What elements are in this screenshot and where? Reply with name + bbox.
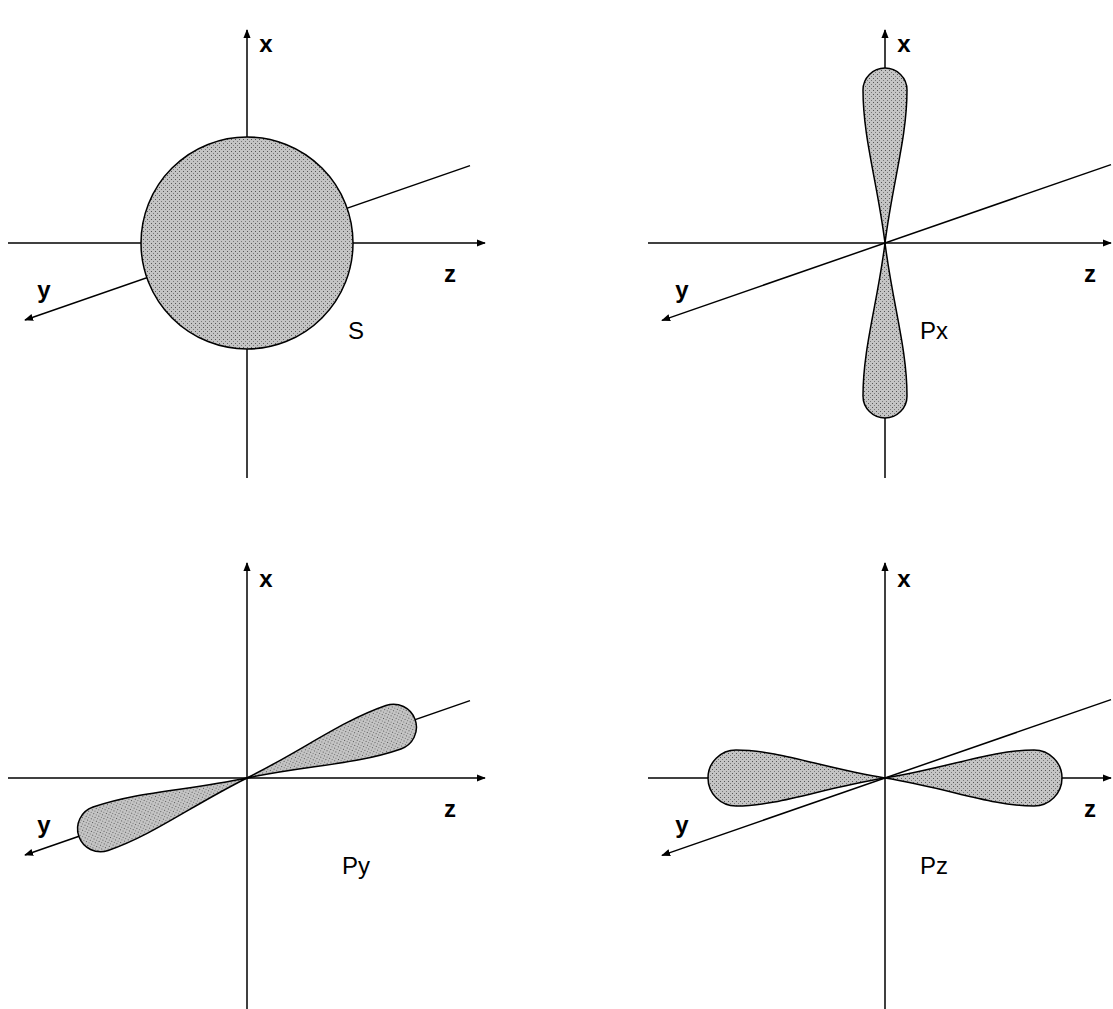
orbital-shape [863,68,907,418]
orbital-label: Py [342,854,370,878]
orbital-shape [71,698,422,858]
axis-label: x [897,567,910,591]
axis-label: y [675,278,688,302]
axes-panel [648,563,1111,1009]
axes-panel [8,30,485,478]
axis-label: x [259,567,272,591]
orbital-label: S [348,319,364,343]
axis-label: y [675,813,688,837]
orbital-label: Pz [920,854,948,878]
axis-label: z [1084,262,1096,286]
orbital-shape [141,137,353,349]
y-axis [662,700,1111,856]
x-axis [884,563,886,1009]
axes-panel [8,563,485,1009]
axis-label: z [1084,797,1096,821]
orbital-label: Px [920,319,948,343]
axes-panel [648,30,1111,478]
axis-label: z [444,262,456,286]
axis-label: y [37,278,50,302]
axis-label: z [444,797,456,821]
orbital-shape [708,750,1062,806]
axis-label: y [37,813,50,837]
axis-label: x [897,32,910,56]
axis-label: x [259,32,272,56]
x-axis [246,563,248,1009]
z-axis [648,242,1111,244]
